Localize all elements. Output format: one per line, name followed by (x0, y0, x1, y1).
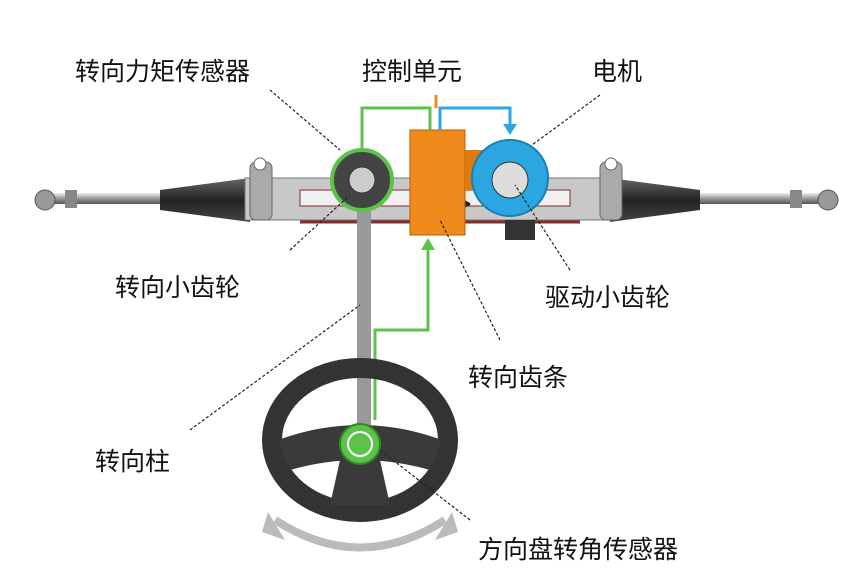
label-drive-pinion: 驱动小齿轮 (545, 283, 671, 312)
boot-left (160, 178, 250, 222)
boot-right (610, 178, 700, 222)
label-control-unit: 控制单元 (362, 57, 463, 86)
label-steering-rack: 转向齿条 (468, 363, 569, 392)
label-torque-sensor: 转向力矩传感器 (75, 57, 251, 86)
control-unit (409, 129, 466, 236)
steering-wheel (262, 358, 458, 522)
label-motor: 电机 (592, 57, 643, 86)
tie-rod-right (690, 189, 839, 211)
label-steering-pinion: 转向小齿轮 (115, 273, 241, 302)
label-steering-column: 转向柱 (95, 447, 171, 476)
leader-lines (189, 89, 601, 521)
steering-column (357, 200, 371, 430)
label-angle-sensor: 方向盘转角传感器 (478, 535, 679, 564)
tie-rod-left (34, 189, 215, 211)
angle-sensor (339, 423, 381, 465)
